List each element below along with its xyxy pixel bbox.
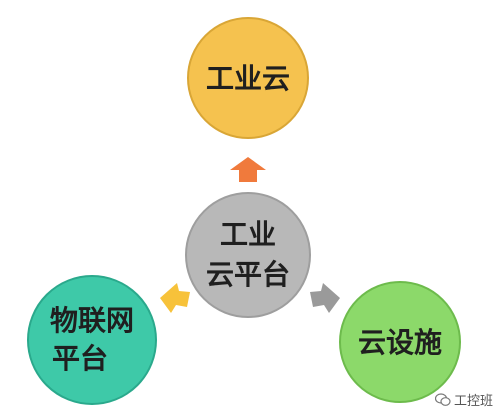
arrow-up-icon [230,157,266,182]
wechat-icon [434,392,451,406]
node-cloud-facility: 云设施 [339,281,461,403]
node-center-label-line2: 云平台 [206,258,290,291]
node-iot-platform: 物联网 平台 [27,275,157,405]
node-iot-label-line2: 平台 [52,342,108,375]
node-cloud-facility-label: 云设施 [358,326,442,359]
watermark: 工控班 [434,390,493,409]
node-industrial-cloud: 工业云 [187,17,309,139]
node-industrial-cloud-label: 工业云 [206,62,290,95]
node-center-label-line1: 工业 [220,218,276,251]
node-industrial-cloud-platform: 工业 云平台 [185,192,311,318]
arrow-left-icon [160,283,190,313]
arrow-right-icon [310,283,340,313]
node-iot-label-line1: 物联网 [50,304,134,337]
watermark-text: 工控班 [453,394,493,409]
